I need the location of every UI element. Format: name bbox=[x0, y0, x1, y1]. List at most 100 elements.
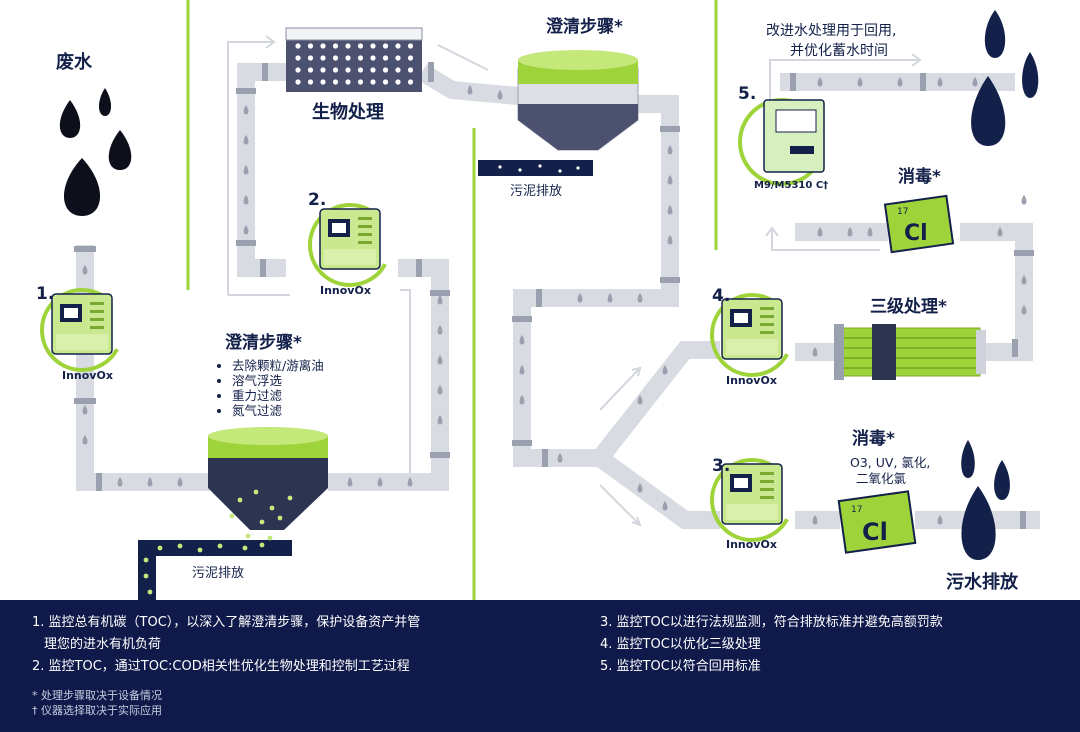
sludge-mark bbox=[177, 543, 183, 549]
sludge-mark bbox=[237, 497, 243, 503]
droplet-mark bbox=[243, 195, 249, 205]
footer-item: 2. 监控TOC，通过TOC:COD相关性优化生物处理和控制工艺过程 bbox=[32, 659, 410, 674]
device-number-1: 1. bbox=[36, 284, 55, 304]
sludge-mark bbox=[143, 573, 149, 579]
sludge-mark bbox=[157, 545, 163, 551]
droplet-mark bbox=[637, 395, 643, 405]
droplet-mark bbox=[377, 477, 383, 487]
droplet-mark bbox=[867, 227, 873, 237]
bubble-mark bbox=[357, 55, 364, 61]
sludge-mark bbox=[242, 545, 248, 551]
droplet-mark bbox=[243, 165, 249, 175]
clarifier-bottom bbox=[138, 427, 328, 600]
bubble-mark bbox=[332, 67, 339, 73]
bubble-mark bbox=[307, 55, 314, 61]
device-display bbox=[64, 308, 78, 318]
device-vent bbox=[90, 318, 104, 321]
bubble-mark bbox=[407, 79, 414, 85]
device-ring bbox=[710, 458, 794, 542]
sludge-mark bbox=[147, 589, 153, 595]
footer-item: 5. 监控TOC以符合回用标准 bbox=[600, 659, 761, 674]
device-vent bbox=[760, 496, 774, 499]
droplet-mark bbox=[437, 325, 443, 335]
sludge-mark bbox=[267, 535, 273, 541]
instruments bbox=[40, 98, 826, 542]
bubble-mark bbox=[382, 79, 389, 85]
droplet-mark bbox=[437, 295, 443, 305]
clarify-left-label: 澄清步骤* bbox=[225, 333, 302, 353]
sludge-mark bbox=[245, 533, 251, 539]
footer-left: 1. 监控总有机碳（TOC），以深入了解澄清步骤，保护设备资产并管 理您的进水有… bbox=[32, 612, 420, 678]
droplet-mark bbox=[117, 477, 123, 487]
clarify-top-label: 澄清步骤* bbox=[546, 17, 623, 37]
bubble-mark bbox=[320, 55, 326, 61]
device-number-2: 2. bbox=[308, 190, 327, 210]
droplet-mark bbox=[437, 415, 443, 425]
droplet-mark bbox=[812, 347, 818, 357]
footer bbox=[0, 600, 1080, 732]
droplet-mark bbox=[347, 477, 353, 487]
device-ring bbox=[40, 288, 124, 372]
bubble-mark bbox=[395, 67, 401, 73]
bubble-mark bbox=[320, 43, 326, 49]
pipes bbox=[76, 63, 1040, 529]
device-vent bbox=[760, 480, 774, 483]
droplet-mark bbox=[407, 477, 413, 487]
device-vent bbox=[90, 326, 104, 329]
bubble-mark bbox=[332, 43, 339, 49]
device-vent bbox=[760, 331, 774, 334]
bullet-item: 溶气浮选 bbox=[232, 373, 324, 388]
sludge-mark bbox=[259, 542, 265, 548]
device-panel bbox=[790, 146, 814, 154]
bubble-mark bbox=[357, 43, 364, 49]
droplet-mark bbox=[577, 293, 583, 303]
droplet-mark bbox=[497, 90, 503, 100]
bubble-mark bbox=[295, 55, 301, 61]
droplet-mark bbox=[177, 477, 183, 487]
bubble-mark bbox=[295, 43, 301, 49]
droplet-mark bbox=[667, 205, 673, 215]
disinfect-bottom-label: 消毒* bbox=[852, 429, 895, 449]
droplet-mark bbox=[817, 227, 823, 237]
device-base bbox=[726, 339, 778, 355]
chlorine-box-bottom: 17 Cl bbox=[837, 490, 917, 554]
device-ring bbox=[308, 203, 392, 287]
droplet-mark bbox=[467, 85, 473, 95]
device-screen bbox=[775, 109, 817, 133]
droplet-mark bbox=[937, 77, 943, 87]
droplet-mark bbox=[243, 225, 249, 235]
bubble-mark bbox=[295, 67, 301, 73]
device-base bbox=[324, 249, 376, 265]
bubble-mark bbox=[370, 67, 376, 73]
droplet-mark bbox=[82, 405, 88, 415]
footer-item: 4. 监控TOC以优化三级处理 bbox=[600, 637, 761, 652]
flow-arrows bbox=[227, 35, 922, 527]
footer-item: 3. 监控TOC以进行法规监测，符合排放标准并避免高额罚款 bbox=[600, 615, 943, 630]
device-vent bbox=[358, 225, 372, 228]
droplet-mark bbox=[82, 435, 88, 445]
element-symbol: Cl bbox=[862, 518, 888, 546]
bubble-mark bbox=[307, 43, 314, 49]
bubble-mark bbox=[307, 67, 314, 73]
droplet-mark bbox=[243, 105, 249, 115]
droplet-mark bbox=[519, 335, 525, 345]
device-vent bbox=[358, 241, 372, 244]
element-number: 17 bbox=[851, 505, 862, 515]
bubble-mark bbox=[370, 55, 376, 61]
sludge-mark bbox=[143, 557, 149, 563]
droplet-mark bbox=[519, 365, 525, 375]
device-display bbox=[734, 478, 748, 488]
droplet-mark bbox=[812, 515, 818, 525]
device-vent bbox=[90, 310, 104, 313]
bubble-mark bbox=[357, 79, 364, 85]
droplet-mark bbox=[667, 145, 673, 155]
droplet-mark bbox=[637, 483, 643, 493]
droplet-mark bbox=[667, 175, 673, 185]
disinfect-methods-1: O3, UV, 氯化, bbox=[850, 455, 931, 470]
bubble-mark bbox=[357, 67, 364, 73]
disinfect-top-label: 消毒* bbox=[898, 167, 941, 187]
pipe-joints bbox=[74, 62, 1034, 529]
clarify-bullets: 去除颗粒/游离油 溶气浮选 重力过滤 氮气过滤 bbox=[216, 358, 324, 418]
bubble-mark bbox=[332, 79, 339, 85]
tertiary-membranes bbox=[834, 324, 986, 380]
